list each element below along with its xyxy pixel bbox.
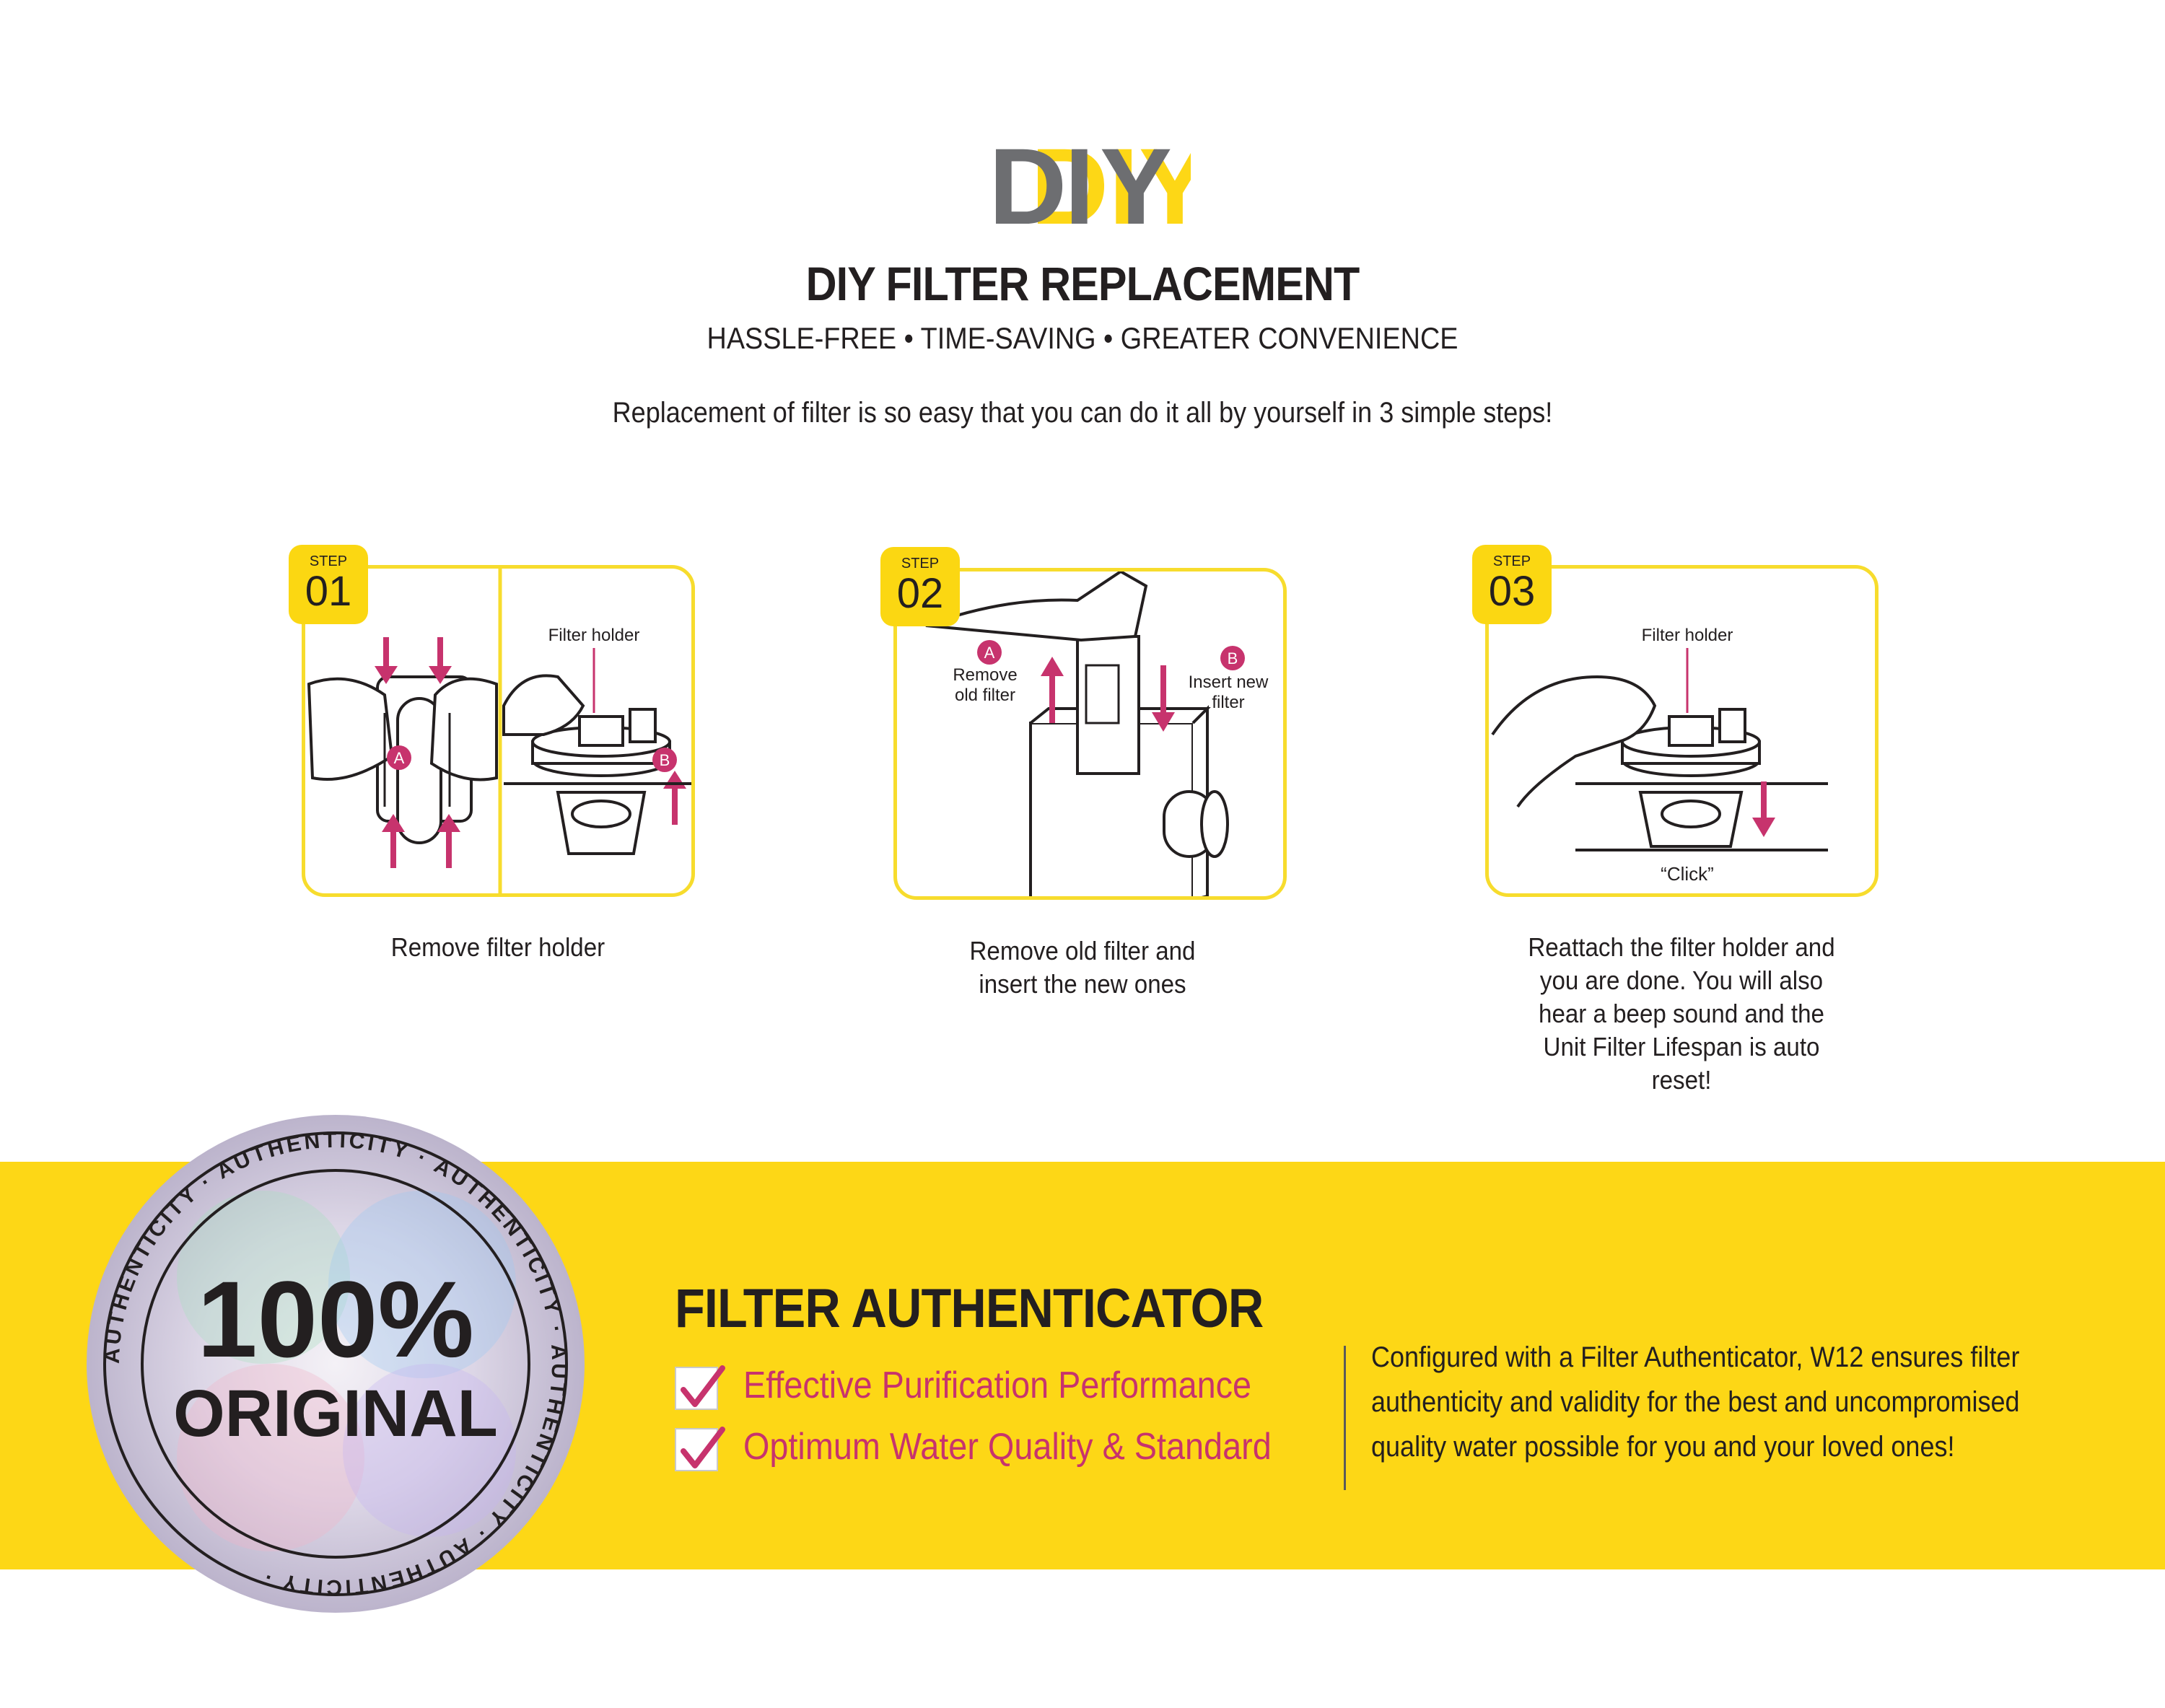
step-3-click-label: “Click” — [1661, 863, 1714, 885]
step-2-badge-label: STEP — [901, 556, 940, 571]
diy-logo: DIY D I Y — [989, 126, 1191, 238]
step-1-badge-label: STEP — [309, 553, 348, 569]
step-1-illustration: A Filter holder B — [307, 569, 691, 893]
page-subtitle: HASSLE-FREE • TIME-SAVING • GREATER CONV… — [707, 321, 1458, 355]
step-3-card: Filter holder “Click” — [1485, 565, 1878, 897]
check-icon — [681, 1427, 725, 1468]
svg-text:Y: Y — [1100, 126, 1172, 238]
step-3-badge: STEP 03 — [1472, 545, 1552, 624]
step-1-badge: STEP 01 — [289, 545, 368, 624]
step-1-number: 01 — [305, 568, 352, 615]
svg-text:DIY: DIY — [1031, 126, 1191, 238]
step-2-illustration: A B — [925, 571, 1245, 896]
description-line-1: Configured with a Filter Authenticator, … — [1371, 1341, 2020, 1373]
seal-original: ORIGINAL — [173, 1377, 498, 1450]
step-2-number: 02 — [896, 570, 944, 617]
description-line-2: authenticity and validity for the best a… — [1371, 1386, 2020, 1418]
step-2-card: A B — [893, 568, 1287, 900]
step-3-illustration: Filter holder “Click” — [1491, 626, 1828, 885]
step-3-number: 03 — [1488, 568, 1536, 615]
svg-text:D: D — [989, 126, 1067, 238]
step-1-pin-a: A — [394, 749, 405, 767]
check-icon — [681, 1365, 725, 1407]
step-2-pin-a: A — [984, 644, 995, 662]
divider — [1344, 1346, 1346, 1490]
check-item-2: Optimum Water Quality & Standard — [675, 1425, 1310, 1476]
step-1-filter-holder-label: Filter holder — [548, 626, 640, 645]
authenticator-description: Configured with a Filter Authenticator, … — [1371, 1335, 2040, 1469]
step-2-caption: Remove old filter and insert the new one… — [969, 936, 1196, 999]
step-1-caption: Remove filter holder — [390, 932, 605, 962]
step-1-card: A Filter holder B — [302, 565, 695, 897]
svg-text:I: I — [1064, 126, 1095, 238]
authenticity-seal: AUTHENTICITY · AUTHENTICITY · AUTHENTICI… — [87, 1115, 585, 1613]
check-item-1: Effective Purification Performance — [675, 1364, 1310, 1414]
page-title: DIY FILTER REPLACEMENT — [805, 257, 1360, 310]
step-1-pin-b: B — [660, 751, 670, 769]
step-2-insert-label: Insert new filter — [1188, 673, 1269, 712]
authenticator-title: FILTER AUTHENTICATOR — [675, 1278, 1264, 1339]
step-2-remove-label: Remove old filter — [953, 665, 1018, 705]
step-3-filter-holder-label: Filter holder — [1642, 626, 1733, 645]
step-2-pin-b: B — [1228, 649, 1238, 667]
step-2-badge: STEP 02 — [880, 547, 960, 626]
seal-percent: 100% — [197, 1258, 474, 1380]
check-item-2-label: Optimum Water Quality & Standard — [743, 1426, 1272, 1468]
step-3-caption: Reattach the filter holder and you are d… — [1528, 932, 1835, 1095]
intro-text: Replacement of filter is so easy that yo… — [612, 397, 1553, 429]
description-line-3: quality water possible for you and your … — [1371, 1431, 1955, 1463]
check-item-1-label: Effective Purification Performance — [743, 1365, 1252, 1406]
step-3-badge-label: STEP — [1492, 553, 1531, 569]
